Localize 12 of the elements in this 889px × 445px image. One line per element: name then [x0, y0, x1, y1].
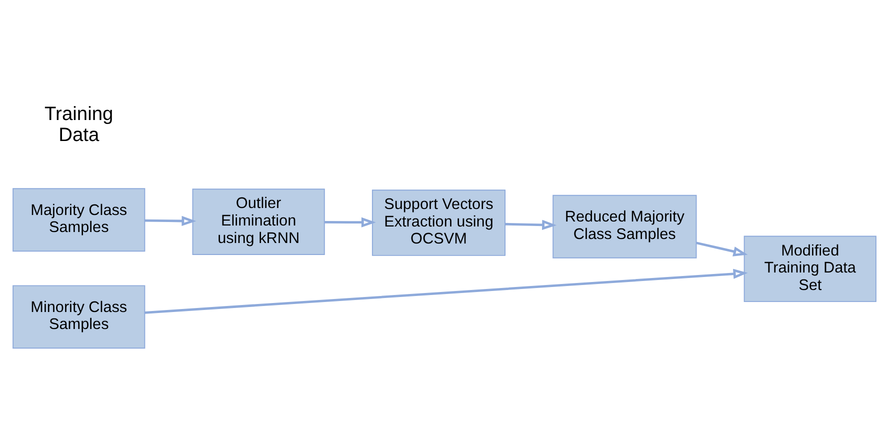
node-box: Support Vectors Extraction using OCSVM	[372, 189, 506, 256]
node-box: Reduced Majority Class Samples	[552, 194, 697, 258]
arrow	[324, 216, 376, 227]
label: Training Data	[44, 103, 114, 146]
arrow	[696, 241, 748, 256]
arrow	[144, 268, 748, 314]
arrow	[144, 215, 196, 226]
node-box: Outlier Elimination using kRNN	[192, 188, 325, 254]
node-box: Modified Training Data Set	[744, 235, 876, 302]
arrow	[505, 219, 557, 230]
node-box: Majority Class Samples	[12, 188, 146, 252]
node-box: Minority Class Samples	[12, 284, 146, 348]
